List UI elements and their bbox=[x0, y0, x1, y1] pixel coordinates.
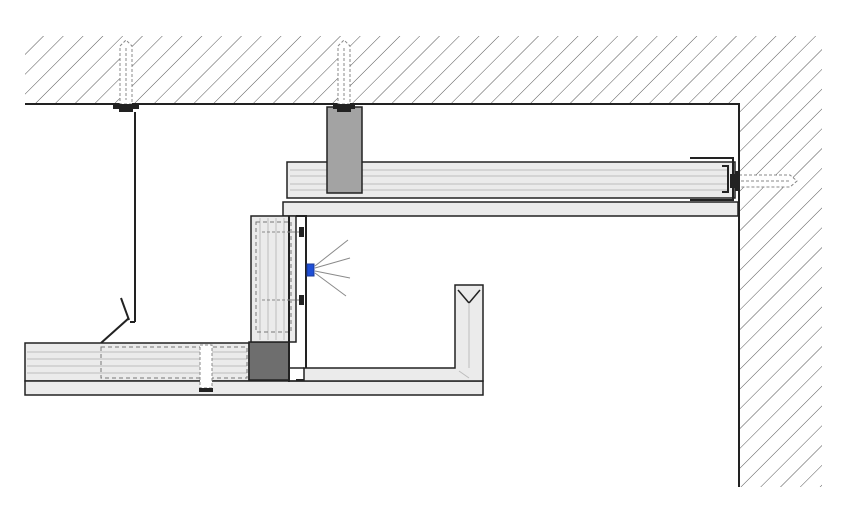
ceiling-slab bbox=[25, 36, 822, 487]
led-strip bbox=[306, 239, 351, 297]
hanger-block bbox=[326, 106, 363, 194]
anchor-bolt-wall bbox=[730, 171, 798, 191]
u-channel bbox=[289, 284, 484, 382]
anchor-bolt-mid bbox=[333, 39, 355, 112]
vertical-profile bbox=[250, 215, 307, 382]
anchor-bolt-left bbox=[113, 39, 139, 112]
structure-outline bbox=[25, 103, 740, 487]
led-light-icon bbox=[306, 263, 315, 277]
lower-profile bbox=[24, 342, 484, 396]
corner-block bbox=[248, 341, 290, 381]
concrete-structure bbox=[25, 36, 822, 487]
suspension-wire bbox=[100, 112, 136, 344]
